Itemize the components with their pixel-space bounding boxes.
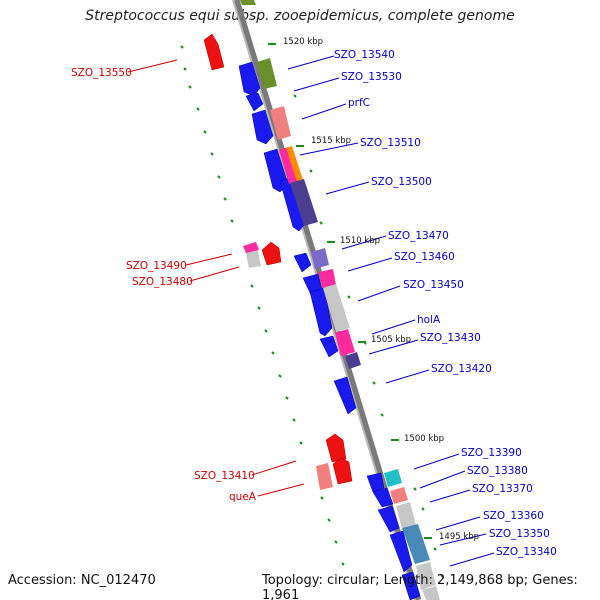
feature-box: [243, 242, 259, 253]
gene-labels-left: SZO_13550 SZO_13490 SZO_13480 SZO_13410 …: [71, 67, 257, 503]
inner-ring-dots: [293, 94, 444, 578]
gene-label-quea: queA: [229, 491, 257, 503]
gene-arrow: [333, 376, 357, 415]
gene-arrow: [325, 433, 347, 463]
backbone-ticks: [268, 43, 432, 539]
feature-box: [316, 463, 333, 490]
feature-box: [345, 352, 361, 369]
gene-label-szo13460: SZO_13460: [394, 251, 455, 263]
gene-label-szo13510: SZO_13510: [360, 137, 421, 149]
feature-box: [402, 524, 430, 564]
tick-label-1510: 1510 kbp: [340, 236, 380, 246]
gene-label-szo13420: SZO_13420: [431, 363, 492, 375]
gene-arrow: [372, 487, 394, 508]
gene-arrow: [238, 61, 261, 97]
feature-box: [390, 487, 408, 504]
gene-arrow: [401, 571, 421, 600]
forward-genes: [238, 61, 421, 600]
gene-label-szo13480: SZO_13480: [132, 276, 193, 288]
gene-arrow: [332, 457, 353, 485]
genome-summary-text: Topology: circular; Length: 2,149,868 bp…: [262, 573, 578, 600]
tick-labels: 1520 kbp 1515 kbp 1510 kbp 1505 kbp 1500…: [283, 37, 479, 542]
tick-label-1500: 1500 kbp: [404, 434, 444, 444]
gene-label-szo13390: SZO_13390: [461, 447, 522, 459]
gene-arrow: [389, 530, 413, 573]
leader-lines-right: [287, 55, 495, 567]
reverse-genes: [203, 33, 353, 485]
feature-box: [240, 0, 256, 5]
gene-label-szo13340: SZO_13340: [496, 546, 557, 558]
gene-label-szo13530: SZO_13530: [341, 71, 402, 83]
feature-box: [286, 146, 303, 182]
feature-boxes: [240, 0, 440, 600]
feature-box: [422, 586, 440, 600]
gene-label-szo13430: SZO_13430: [420, 332, 481, 344]
gene-label-szo13380: SZO_13380: [467, 465, 528, 477]
gene-label-szo13360: SZO_13360: [483, 510, 544, 522]
gene-arrow: [309, 287, 333, 337]
feature-box: [311, 248, 329, 269]
genome-title: Streptococcus equi subsp. zooepidemicus,…: [85, 8, 515, 24]
outer-ring-dots: [180, 45, 345, 566]
feature-box: [396, 502, 416, 529]
feature-box: [323, 284, 350, 332]
feature-box: [290, 179, 318, 226]
feature-box: [416, 562, 436, 590]
gene-label-szo13410: SZO_13410: [194, 470, 255, 482]
tick-label-1515: 1515 kbp: [311, 136, 351, 146]
gene-label-szo13500: SZO_13500: [371, 176, 432, 188]
gene-arrow: [261, 241, 282, 266]
gene-arrow: [366, 472, 385, 493]
accession-text: Accession: NC_012470: [8, 573, 156, 588]
feature-box: [335, 329, 355, 356]
feature-box: [319, 269, 336, 288]
gene-label-szo13350: SZO_13350: [489, 528, 550, 540]
gene-arrow: [245, 92, 264, 112]
tick-label-1505: 1505 kbp: [371, 335, 411, 345]
gene-label-szo13450: SZO_13450: [403, 279, 464, 291]
feature-box: [279, 147, 299, 184]
gene-label-szo13540: SZO_13540: [334, 49, 395, 61]
gene-labels-right: SZO_13540 SZO_13530 prfC SZO_13510 SZO_1…: [334, 49, 557, 558]
tick-label-1520: 1520 kbp: [283, 37, 323, 47]
gene-arrow: [293, 252, 312, 273]
feature-box: [270, 106, 291, 140]
feature-box: [257, 58, 277, 89]
gene-arrow: [251, 109, 274, 145]
gene-label-szo13470: SZO_13470: [388, 230, 449, 242]
gene-arrow: [377, 505, 400, 533]
gene-label-szo13370: SZO_13370: [472, 483, 533, 495]
gene-label-prfc: prfC: [348, 97, 370, 109]
leader-lines-left: [127, 59, 305, 497]
gene-arrow: [203, 33, 225, 71]
tick-label-1495: 1495 kbp: [439, 532, 479, 542]
gene-label-szo13490: SZO_13490: [126, 260, 187, 272]
gene-label-hola: holA: [417, 314, 441, 326]
gene-label-szo13550: SZO_13550: [71, 67, 132, 79]
feature-box: [384, 469, 402, 487]
gene-arrow: [319, 335, 339, 358]
